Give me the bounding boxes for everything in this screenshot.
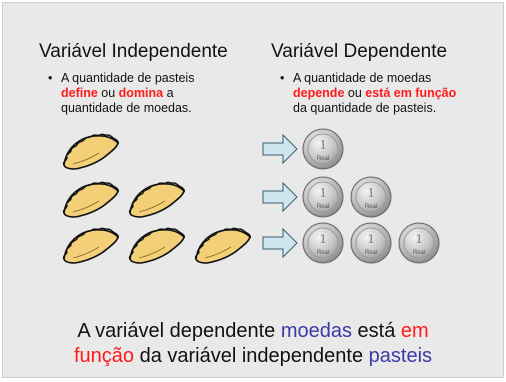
coin-numeral: 1	[320, 138, 327, 153]
conclusion-part: está	[351, 320, 401, 342]
coin-icon: 1 Real	[302, 222, 344, 264]
pastel-icon	[128, 181, 186, 218]
word-domina: domina	[118, 86, 164, 100]
coin-numeral: 1	[320, 186, 327, 201]
coin-label: Real	[365, 250, 377, 256]
coin-label: Real	[317, 156, 329, 162]
coin-numeral: 1	[368, 186, 375, 201]
conclusion-line-2: função da variável independente pasteis	[3, 344, 503, 369]
dependent-line-2: depende ou está em função	[293, 86, 456, 101]
independent-variable-heading: Variável Independente	[39, 41, 228, 62]
word-define: define	[61, 86, 98, 100]
pastel-icon	[128, 227, 186, 264]
pastel-icon	[62, 133, 120, 170]
coin-label: Real	[365, 204, 377, 210]
word-a: a	[163, 86, 174, 100]
arrow-right-icon	[262, 134, 298, 164]
conclusion-part: da variável independente	[134, 345, 369, 367]
coin-icon: 1 Real	[302, 176, 344, 218]
coin-numeral: 1	[320, 232, 327, 247]
bullet-dot: •	[280, 71, 285, 85]
word-depende: depende	[293, 86, 345, 100]
dependent-variable-heading: Variável Dependente	[271, 41, 448, 62]
conclusion-part: A variável dependente	[77, 320, 281, 342]
coin-icon: 1 Real	[302, 128, 344, 170]
word-pasteis: pasteis	[368, 345, 433, 367]
dependent-line-3: da quantidade de pasteis.	[293, 101, 437, 115]
pastel-icon	[194, 227, 252, 264]
coin-icon: 1 Real	[398, 222, 440, 264]
slide: Variável Independente • A quantidade de …	[2, 2, 504, 378]
bullet-dot: •	[48, 71, 53, 85]
dependent-bullet: • A quantidade de moedas depende ou está…	[280, 71, 456, 116]
word-em: em	[400, 320, 429, 342]
word-ou: ou	[97, 86, 119, 100]
conclusion-line-1: A variável dependente moedas está em	[3, 319, 503, 344]
arrow-right-icon	[262, 228, 298, 258]
word-funcao: função	[73, 345, 135, 367]
coin-icon: 1 Real	[350, 222, 392, 264]
pastel-icon	[62, 181, 120, 218]
arrow-right-icon	[262, 182, 298, 212]
coin-numeral: 1	[368, 232, 375, 247]
independent-line-2: define ou domina a	[61, 86, 194, 101]
conclusion-text: A variável dependente moedas está em fun…	[3, 319, 503, 369]
pastel-icon	[62, 227, 120, 264]
coin-label: Real	[317, 204, 329, 210]
word-esta-em-funcao: está em função	[365, 86, 457, 100]
independent-line-1: A quantidade de pasteis	[61, 71, 195, 85]
word-ou: ou	[344, 86, 366, 100]
coin-label: Real	[413, 250, 425, 256]
independent-line-3: quantidade de moedas.	[61, 101, 192, 115]
coin-icon: 1 Real	[350, 176, 392, 218]
dependent-line-1: A quantidade de moedas	[293, 71, 432, 85]
coin-label: Real	[317, 250, 329, 256]
word-moedas: moedas	[280, 320, 352, 342]
pasteis-coins-illustration: 1 Real 1 Real 1 Real 1 Real 1 Real	[62, 128, 440, 264]
independent-bullet: • A quantidade de pasteis define ou domi…	[48, 71, 195, 116]
coin-numeral: 1	[416, 232, 423, 247]
